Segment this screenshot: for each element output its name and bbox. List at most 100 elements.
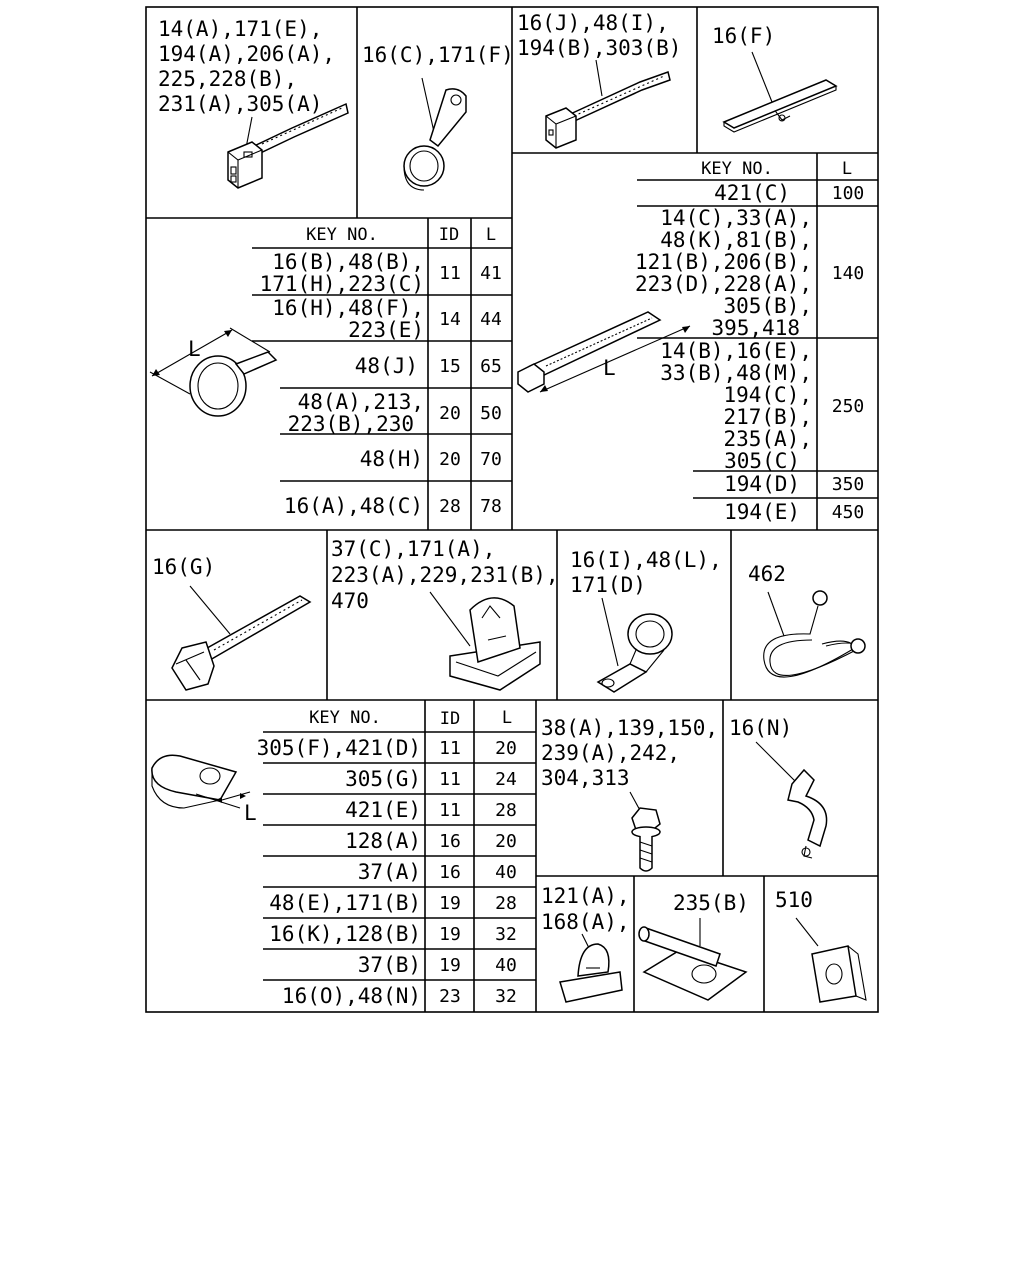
l-cell: 350 bbox=[832, 474, 865, 495]
label-line: 16(I),48(L), bbox=[570, 548, 722, 572]
l-cell: 41 bbox=[480, 263, 502, 284]
dimension-label: L bbox=[188, 337, 201, 361]
key-cell: 421(E) bbox=[345, 798, 421, 822]
id-cell: 16 bbox=[439, 862, 461, 883]
key-cell: 33(B),48(M), bbox=[660, 361, 812, 385]
key-cell: 194(D) bbox=[724, 472, 800, 496]
wire-hook-drawing bbox=[763, 590, 866, 678]
key-cell: 16(B),48(B), bbox=[272, 250, 424, 274]
key-cell: 223(D),228(A), bbox=[635, 272, 812, 296]
key-cell: 194(E) bbox=[724, 500, 800, 524]
key-cell: 305(F),421(D) bbox=[257, 736, 421, 760]
dimension-label: L bbox=[244, 801, 257, 825]
key-cell: 14(B),16(E), bbox=[660, 339, 812, 363]
key-cell: 48(A),213, bbox=[298, 390, 424, 414]
label-line: 121(A), bbox=[541, 884, 630, 908]
key-cell: 223(B),230 bbox=[288, 412, 414, 436]
pclip-table-grid bbox=[263, 700, 536, 1012]
strap-table: KEY NO. L 421(C) 100 14(C),33(A), 48(K),… bbox=[635, 159, 864, 524]
id-cell: 20 bbox=[439, 403, 461, 424]
label-clip-f: 16(F) bbox=[712, 24, 775, 48]
label-line: 304,313 bbox=[541, 766, 630, 790]
label-clamp-c: 16(C),171(F) bbox=[362, 43, 514, 67]
header-l: L bbox=[502, 708, 512, 728]
label-bolts: 38(A),139,150, 239(A),242, 304,313 bbox=[541, 716, 718, 790]
l-cell: 20 bbox=[495, 738, 517, 759]
key-cell: 16(K),128(B) bbox=[269, 922, 421, 946]
label-pin-121: 121(A), 168(A), bbox=[541, 884, 630, 934]
key-cell: 48(J) bbox=[355, 354, 418, 378]
saddle-clamp-drawing bbox=[596, 597, 673, 693]
label-nut-510: 510 bbox=[775, 888, 813, 912]
id-cell: 11 bbox=[439, 738, 461, 759]
key-cell: 37(A) bbox=[358, 860, 421, 884]
label-line: 37(C),171(A), bbox=[331, 537, 495, 561]
id-cell: 11 bbox=[439, 263, 461, 284]
l-cell: 24 bbox=[495, 769, 517, 790]
l-cell: 28 bbox=[495, 800, 517, 821]
l-cell: 44 bbox=[480, 309, 502, 330]
key-cell: 395,418 bbox=[711, 316, 800, 340]
l-cell: 78 bbox=[480, 496, 502, 517]
key-cell: 128(A) bbox=[345, 829, 421, 853]
key-cell: 48(H) bbox=[360, 447, 423, 471]
push-clip-drawing bbox=[429, 591, 541, 691]
id-cell: 16 bbox=[439, 831, 461, 852]
label-tie-g: 16(G) bbox=[152, 555, 215, 579]
label-line: 171(D) bbox=[570, 573, 646, 597]
l-cell: 140 bbox=[832, 263, 865, 284]
p-clip-drawing: L bbox=[151, 754, 257, 825]
key-cell: 14(C),33(A), bbox=[660, 206, 812, 230]
l-cell: 100 bbox=[832, 183, 865, 204]
label-line: 239(A),242, bbox=[541, 741, 680, 765]
key-cell: 171(H),223(C) bbox=[260, 272, 424, 296]
band-table-grid bbox=[252, 218, 512, 530]
label-tie-j: 16(J),48(I), 194(B),303(B) bbox=[517, 11, 681, 60]
label-line: 168(A), bbox=[541, 910, 630, 934]
label-line: 194(B),303(B) bbox=[517, 36, 681, 60]
key-cell: 421(C) bbox=[714, 181, 790, 205]
l-cell: 250 bbox=[832, 396, 865, 417]
key-cell: 16(H),48(F), bbox=[272, 296, 424, 320]
id-cell: 28 bbox=[439, 496, 461, 517]
square-nut-drawing bbox=[795, 917, 867, 1003]
id-cell: 14 bbox=[439, 309, 461, 330]
id-cell: 11 bbox=[439, 800, 461, 821]
header-key-no: KEY NO. bbox=[701, 159, 773, 179]
header-key-no: KEY NO. bbox=[306, 225, 378, 245]
flat-clip-drawing bbox=[722, 51, 838, 133]
id-cell: 19 bbox=[439, 924, 461, 945]
label-line: 225,228(B), bbox=[158, 67, 297, 91]
l-cell: 40 bbox=[495, 955, 517, 976]
long-strap-drawing: L bbox=[517, 311, 691, 393]
band-clamp-drawing: L bbox=[149, 327, 278, 417]
cable-tie-j-drawing bbox=[545, 59, 671, 149]
anchor-tie-drawing bbox=[171, 585, 312, 691]
label-line: 231(A),305(A) bbox=[158, 92, 322, 116]
push-pin-drawing bbox=[559, 933, 623, 1003]
l-cell: 32 bbox=[495, 986, 517, 1007]
tube-bracket-drawing bbox=[638, 918, 748, 1001]
key-cell: 223(E) bbox=[348, 318, 424, 342]
cable-tie-drawing bbox=[227, 102, 349, 189]
key-cell: 217(B), bbox=[723, 405, 812, 429]
key-cell: 16(O),48(N) bbox=[282, 984, 421, 1008]
id-cell: 19 bbox=[439, 955, 461, 976]
label-line: 470 bbox=[331, 589, 369, 613]
key-cell: 37(B) bbox=[358, 953, 421, 977]
l-cell: 32 bbox=[495, 924, 517, 945]
header-id: ID bbox=[439, 225, 459, 245]
label-line: 14(A),171(E), bbox=[158, 17, 322, 41]
l-cell: 50 bbox=[480, 403, 502, 424]
label-tie-a: 14(A),171(E), 194(A),206(A), 225,228(B),… bbox=[158, 17, 335, 116]
dimension-label: L bbox=[603, 356, 616, 380]
bolt-drawing bbox=[629, 791, 661, 872]
key-cell: 305(C) bbox=[724, 449, 800, 473]
key-cell: 305(G) bbox=[345, 767, 421, 791]
key-cell: 121(B),206(B), bbox=[635, 250, 812, 274]
header-l: L bbox=[486, 225, 496, 245]
id-cell: 20 bbox=[439, 449, 461, 470]
id-cell: 23 bbox=[439, 986, 461, 1007]
l-cell: 40 bbox=[495, 862, 517, 883]
